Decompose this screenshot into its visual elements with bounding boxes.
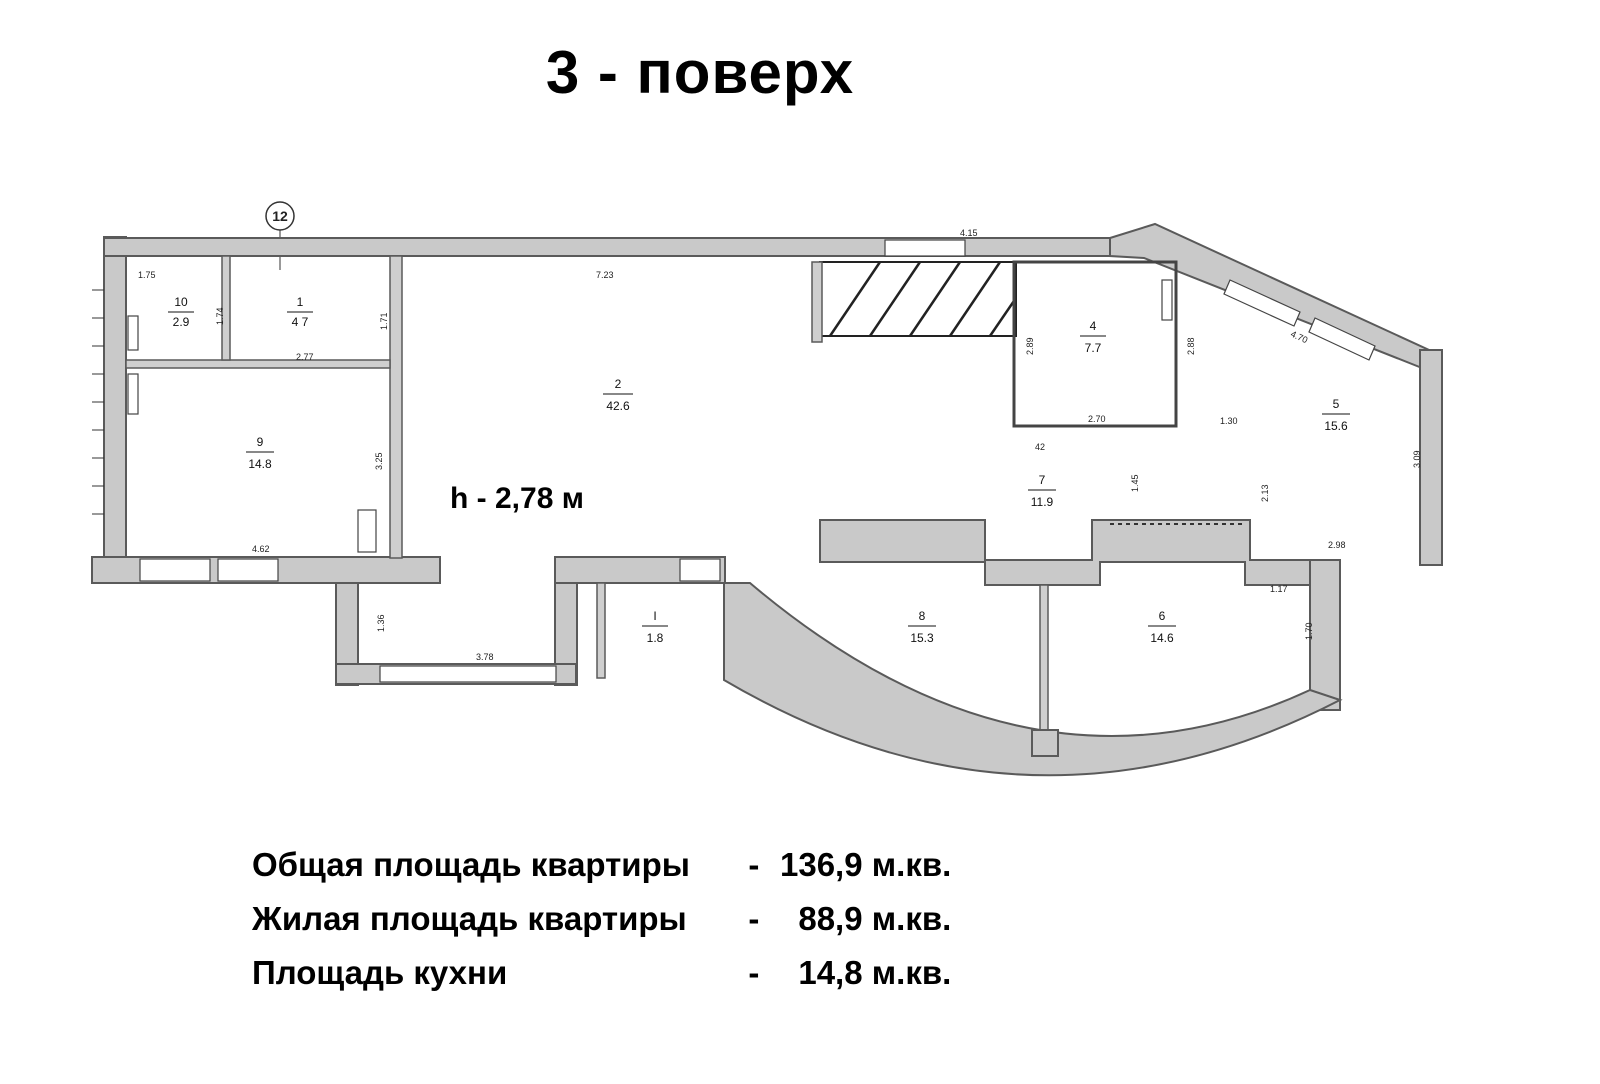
dimension: 1.71 xyxy=(379,312,389,330)
floor-title: 3 - поверх xyxy=(545,39,855,106)
summary-label: Жилая площадь квартиры xyxy=(252,900,687,937)
room-area: 4 7 xyxy=(292,315,309,329)
dimension: 3.09 xyxy=(1412,450,1422,468)
room-number: 1 xyxy=(297,295,304,309)
dimension: 1.74 xyxy=(215,307,225,325)
dimension-labels: 1.75 1.74 1.71 2.77 7.23 4.15 2.89 2.88 … xyxy=(138,228,1422,662)
dimension: 1.70 xyxy=(1304,622,1314,640)
dimension: 1.75 xyxy=(138,270,156,280)
room-1: 1 4 7 xyxy=(287,295,313,329)
summary-dash: - xyxy=(730,846,760,883)
left-ticks xyxy=(92,289,104,515)
dimension: 2.98 xyxy=(1328,540,1346,550)
room-number: 8 xyxy=(919,609,926,623)
room-area: 14.6 xyxy=(1150,631,1174,645)
room-number: 7 xyxy=(1039,473,1046,487)
summary-value: 88,9 м.кв. xyxy=(780,900,952,937)
room-area: 11.9 xyxy=(1031,495,1054,509)
dimension: 2.70 xyxy=(1088,414,1106,424)
summary-value: 14,8 м.кв. xyxy=(780,954,952,991)
summary-row-total: Общая площадь квартиры -136,9 м.кв. xyxy=(252,838,951,892)
summary-value: 136,9 м.кв. xyxy=(780,846,952,883)
room-area: 1.8 xyxy=(647,631,664,645)
room-area: 7.7 xyxy=(1085,341,1102,355)
room-area: 42.6 xyxy=(606,399,630,413)
summary-row-living: Жилая площадь квартиры - 88,9 м.кв. xyxy=(252,892,951,946)
ceiling-height: h - 2,78 м xyxy=(450,482,584,515)
room-area: 15.6 xyxy=(1324,419,1348,433)
summary-dash: - xyxy=(730,954,760,991)
walls xyxy=(91,222,1443,777)
room-number: 2 xyxy=(615,377,622,391)
axis-marker: 12 xyxy=(265,201,295,270)
summary-label: Площадь кухни xyxy=(252,954,508,991)
room-8: 8 15.3 xyxy=(908,609,936,645)
dimension: 7.23 xyxy=(596,270,614,280)
dimension: 3.25 xyxy=(374,452,384,470)
room-number: 5 xyxy=(1333,397,1340,411)
room-7: 7 11.9 xyxy=(1028,473,1056,509)
dimension: 4.70 xyxy=(1289,329,1309,345)
dimension: 4.15 xyxy=(960,228,978,238)
room-area: 14.8 xyxy=(248,457,272,471)
summary-row-kitchen: Площадь кухни - 14,8 м.кв. xyxy=(252,946,951,1000)
room-area: 2.9 xyxy=(173,315,190,329)
dimension: 3.78 xyxy=(476,652,494,662)
dimension: 42 xyxy=(1035,442,1045,452)
room-10: 10 2.9 xyxy=(168,295,194,329)
room-4: 4 7.7 xyxy=(1080,319,1106,355)
room-number: 9 xyxy=(257,435,264,449)
room-labels: 10 2.9 1 4 7 2 42.6 4 7.7 5 15.6 9 14.8 xyxy=(168,295,1350,645)
summary-dash: - xyxy=(730,900,760,937)
room-number: 6 xyxy=(1159,609,1166,623)
room-I: I 1.8 xyxy=(642,609,668,645)
room-6: 6 14.6 xyxy=(1148,609,1176,645)
dimension: 1.45 xyxy=(1130,474,1140,492)
windows xyxy=(127,239,1376,683)
area-summary: Общая площадь квартиры -136,9 м.кв. Жила… xyxy=(252,838,951,1000)
room-9: 9 14.8 xyxy=(246,435,274,471)
dimension: 2.13 xyxy=(1260,484,1270,502)
room-5: 5 15.6 xyxy=(1322,397,1350,433)
room-number: 10 xyxy=(174,295,188,309)
dimension: 1.17 xyxy=(1270,584,1288,594)
room-area: 15.3 xyxy=(910,631,934,645)
room-number: 4 xyxy=(1090,319,1097,333)
room-2: 2 42.6 xyxy=(603,377,633,413)
dimension: 1.36 xyxy=(376,614,386,632)
dimension: 2.88 xyxy=(1186,337,1196,355)
summary-label: Общая площадь квартиры xyxy=(252,846,690,883)
dimension: 1.30 xyxy=(1220,416,1238,426)
dimension: 4.62 xyxy=(252,544,270,554)
axis-marker-label: 12 xyxy=(272,208,288,224)
room-number: I xyxy=(653,609,656,623)
dimension: 2.77 xyxy=(296,352,314,362)
dimension: 2.89 xyxy=(1025,337,1035,355)
